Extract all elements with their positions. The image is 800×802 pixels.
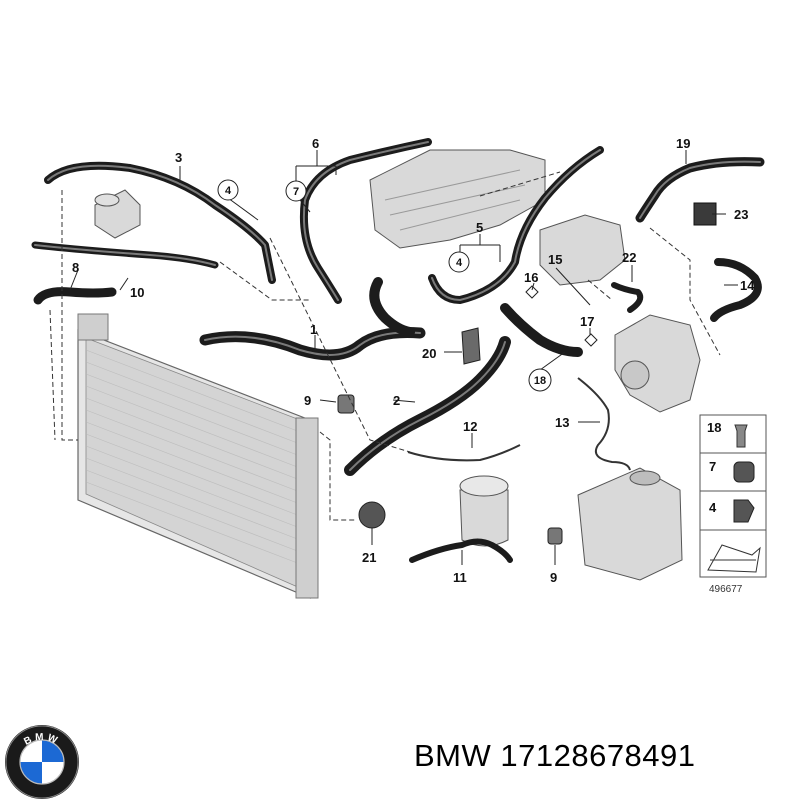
callout-11: 11 — [453, 570, 467, 585]
callout-12: 12 — [463, 419, 477, 434]
legend: 18 7 4 496677 — [699, 414, 767, 595]
legend-item-7: 7 — [709, 459, 716, 474]
callout-10: 10 — [130, 285, 144, 300]
circled-callout-4-top: 4 — [225, 185, 232, 197]
thermostat-housing — [539, 214, 701, 413]
legend-item-18: 18 — [707, 420, 721, 435]
circled-callout-7: 7 — [293, 186, 299, 198]
callout-8: 8 — [72, 260, 79, 275]
callouts: 1 2 3 5 6 8 9 9 10 11 12 13 14 15 16 17 … — [72, 136, 755, 585]
part-number-caption: BMW 17128678491 — [414, 738, 696, 773]
circled-callouts: 4 4 7 18 — [217, 179, 552, 392]
callout-14: 14 — [740, 278, 755, 293]
reservoir-bottle — [459, 475, 509, 547]
callout-23: 23 — [734, 207, 748, 222]
callout-19: 19 — [676, 136, 690, 151]
electric-pump — [94, 189, 141, 239]
callout-22: 22 — [622, 250, 636, 265]
callout-21: 21 — [362, 550, 376, 565]
dashed-guides — [49, 171, 721, 521]
callout-6: 6 — [312, 136, 319, 151]
callout-20: 20 — [422, 346, 436, 361]
callout-9-bottom: 9 — [550, 570, 557, 585]
callout-3: 3 — [175, 150, 182, 165]
callout-2: 2 — [393, 393, 400, 408]
callout-17: 17 — [580, 314, 594, 329]
callout-15: 15 — [548, 252, 562, 267]
hoses — [31, 138, 765, 563]
callout-5: 5 — [476, 220, 483, 235]
callout-9-top: 9 — [304, 393, 311, 408]
leader-lines — [69, 150, 738, 565]
callout-1: 1 — [310, 322, 317, 337]
bmw-logo: BMW — [5, 725, 79, 799]
intake-manifold — [369, 149, 546, 249]
radiator — [77, 313, 319, 599]
circled-callout-4-mid: 4 — [456, 257, 463, 269]
legend-diagram-number: 496677 — [709, 584, 743, 595]
callout-13: 13 — [555, 415, 569, 430]
legend-item-4: 4 — [709, 500, 717, 515]
callout-16: 16 — [524, 270, 538, 285]
circled-callout-18: 18 — [534, 375, 546, 387]
svg-text:BMW: BMW — [22, 732, 61, 748]
expansion-tank — [577, 467, 683, 581]
